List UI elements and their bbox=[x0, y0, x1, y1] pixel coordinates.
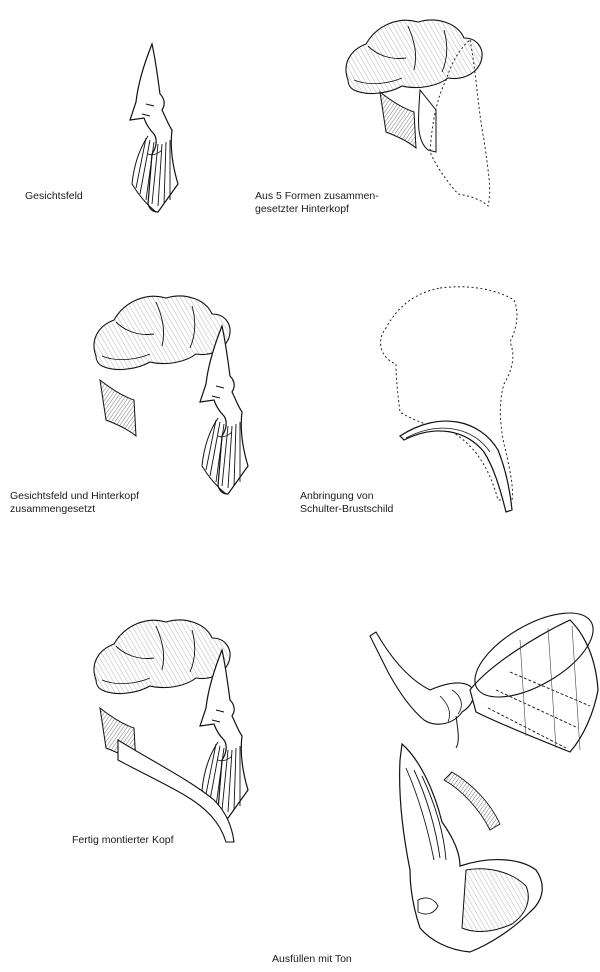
caption-step-6: Ausfüllen mit Ton bbox=[272, 953, 352, 966]
caption-step-3-line-2: zusammengesetzt bbox=[10, 503, 139, 516]
caption-step-1: Gesichtsfeld bbox=[25, 190, 83, 203]
figure-face-and-back-head bbox=[94, 296, 248, 494]
figure-face-mask bbox=[130, 44, 178, 212]
caption-step-2: Aus 5 Formen zusammen- gesetzter Hinterk… bbox=[255, 190, 379, 216]
caption-step-3: Gesichtsfeld und Hinterkopf zusammengese… bbox=[10, 490, 139, 516]
caption-step-3-line-1: Gesichtsfeld und Hinterkopf bbox=[10, 490, 139, 503]
caption-step-4: Anbringung von Schulter-Brustschild bbox=[300, 490, 393, 516]
figure-back-head bbox=[346, 20, 490, 206]
caption-step-6-line-1: Ausfüllen mit Ton bbox=[272, 953, 352, 966]
figure-filling-with-clay bbox=[370, 596, 600, 952]
caption-step-5-line-1: Fertig montierter Kopf bbox=[72, 834, 174, 847]
caption-step-1-line-1: Gesichtsfeld bbox=[25, 190, 83, 203]
figure-finished-head bbox=[94, 620, 248, 842]
caption-step-2-line-1: Aus 5 Formen zusammen- bbox=[255, 190, 379, 203]
caption-step-2-line-2: gesetzter Hinterkopf bbox=[255, 203, 379, 216]
caption-step-5: Fertig montierter Kopf bbox=[72, 834, 174, 847]
figure-shoulder-shield bbox=[381, 287, 517, 512]
caption-step-4-line-2: Schulter-Brustschild bbox=[300, 503, 393, 516]
caption-step-4-line-1: Anbringung von bbox=[300, 490, 393, 503]
